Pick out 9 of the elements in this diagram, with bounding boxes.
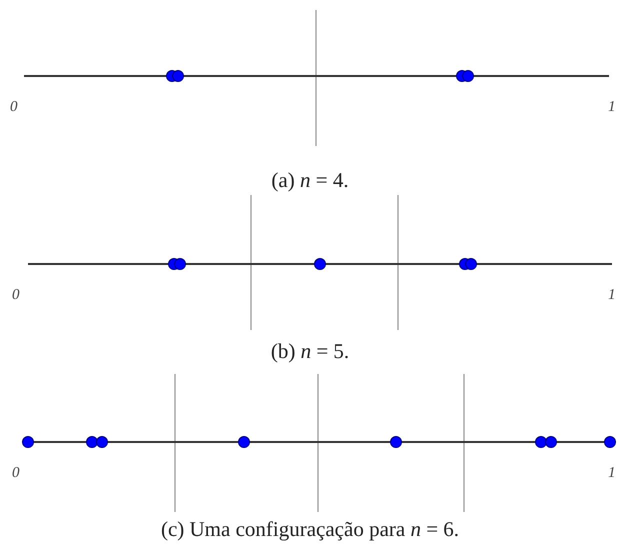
axis-end-label: 0 bbox=[10, 100, 18, 115]
axis-end-label: 0 bbox=[12, 466, 20, 481]
axis-end-label: 1 bbox=[608, 288, 616, 303]
axis-end-label: 1 bbox=[608, 466, 616, 481]
subfigure-caption: (a) n = 4. bbox=[271, 170, 349, 191]
axis-end-label: 0 bbox=[12, 288, 20, 303]
subfigure-caption: (b) n = 5. bbox=[270, 341, 350, 362]
subfigure-caption: (c) Uma configuraçação para n = 6. bbox=[160, 519, 460, 540]
axis-end-label: 1 bbox=[608, 100, 616, 115]
